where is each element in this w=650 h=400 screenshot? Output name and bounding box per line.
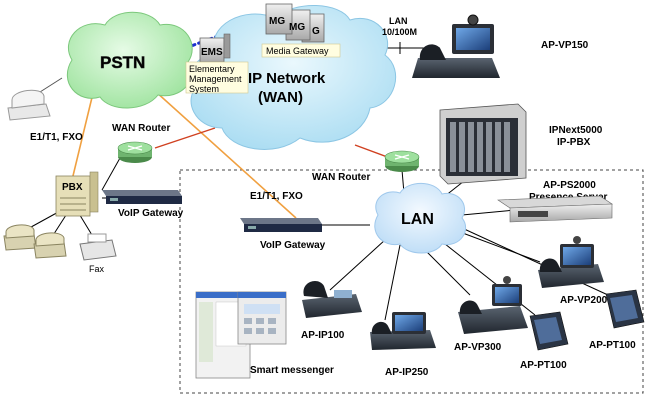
lan-speed-line1: LAN [389,16,408,26]
link-pstn-pbx [71,84,96,181]
ipnext-label-line1: IPNext5000 [549,125,603,136]
voip-gateway-right [240,218,322,232]
wan-label-line1: IP Network [248,70,326,87]
wan-router-right [384,150,420,172]
analog-phone-2 [33,232,67,259]
ems-desc-line2: Management [189,74,242,84]
ems-server: EMS [199,33,231,63]
ems-desc-line3: System [189,84,219,94]
wan-router-left-label: WAN Router [112,123,170,134]
ap-pt100-device-b [605,289,645,329]
wan-cloud: IP Network (WAN) [190,5,397,150]
ap-ip250-label: AP-IP250 [385,367,429,378]
voip-gw-right-label: VoIP Gateway [260,240,326,251]
link-router-wan [154,127,216,149]
ems-desc-line1: Elementary [189,64,235,74]
pbx-label: PBX [62,182,83,193]
link-lan-ip250 [384,244,401,321]
mg-label-1: MG [269,16,285,27]
ap-pt100-label-b: AP-PT100 [589,340,636,351]
link-pstn-phone [39,77,63,93]
wan-router-left [117,141,153,163]
ap-vp300-label: AP-VP300 [454,342,502,353]
lan-boundary [179,169,644,394]
fax-machine [79,233,117,261]
ap-pt100-label-a: AP-PT100 [520,360,567,371]
link-wan-router-right [354,144,391,159]
link-pbx-router [101,157,121,191]
ps2000-server [497,195,613,223]
connections [21,14,609,321]
ap-vp200-device [538,236,604,288]
pstn-label: PSTN [100,53,145,72]
ap-pt100-device-a [529,311,569,351]
media-gateway-box [261,43,341,58]
wan-label-line2: (WAN) [258,89,303,106]
lan-speed-line2: 10/100M [382,27,417,37]
e1-label-right: E1/T1, FXO [250,191,303,202]
analog-phone-pstn [7,89,51,121]
mg-label-3: G [312,26,320,37]
ap-vp200-label: AP-VP200 [560,295,608,306]
link-lan-ps2000 [461,209,516,216]
ap-vp150-device [412,14,500,78]
smart-messenger-window [195,291,287,379]
ap-ip100-label: AP-IP100 [301,330,345,341]
ems-label: EMS [201,47,223,58]
ap-ip100-device [302,281,362,318]
voip-gateway-left [102,190,182,204]
pstn-cloud: PSTN [66,11,193,109]
wan-router-right-label: WAN Router [312,172,370,183]
ps2000-label-line1: AP-PS2000 [543,180,596,191]
voip-gw-left-label: VoIP Gateway [118,208,184,219]
link-lan-vp200 [459,231,541,263]
ap-ip250-device [370,312,436,350]
link-lan-ip100 [329,239,386,291]
fax-label: Fax [89,264,105,274]
analog-phone-1 [3,224,37,251]
e1-label-left: E1/T1, FXO [30,132,83,143]
link-pstn-voipgw [144,81,297,219]
ems-desc-box [185,61,249,94]
ipnext5000-rack [439,103,527,185]
pbx-device [55,171,99,217]
mg-label-2: MG [289,22,305,33]
ap-vp150-label: AP-VP150 [541,40,589,51]
ipnext-label-line2: IP-PBX [557,137,591,148]
link-lan-vp300 [419,244,471,296]
ap-vp300-device [458,276,528,334]
media-gateway-label: Media Gateway [266,46,329,56]
media-gateway-stack: MG MG G [265,3,325,43]
lan-cloud: LAN [374,182,467,254]
smart-messenger-label: Smart messenger [250,365,334,376]
lan-label: LAN [401,211,434,228]
